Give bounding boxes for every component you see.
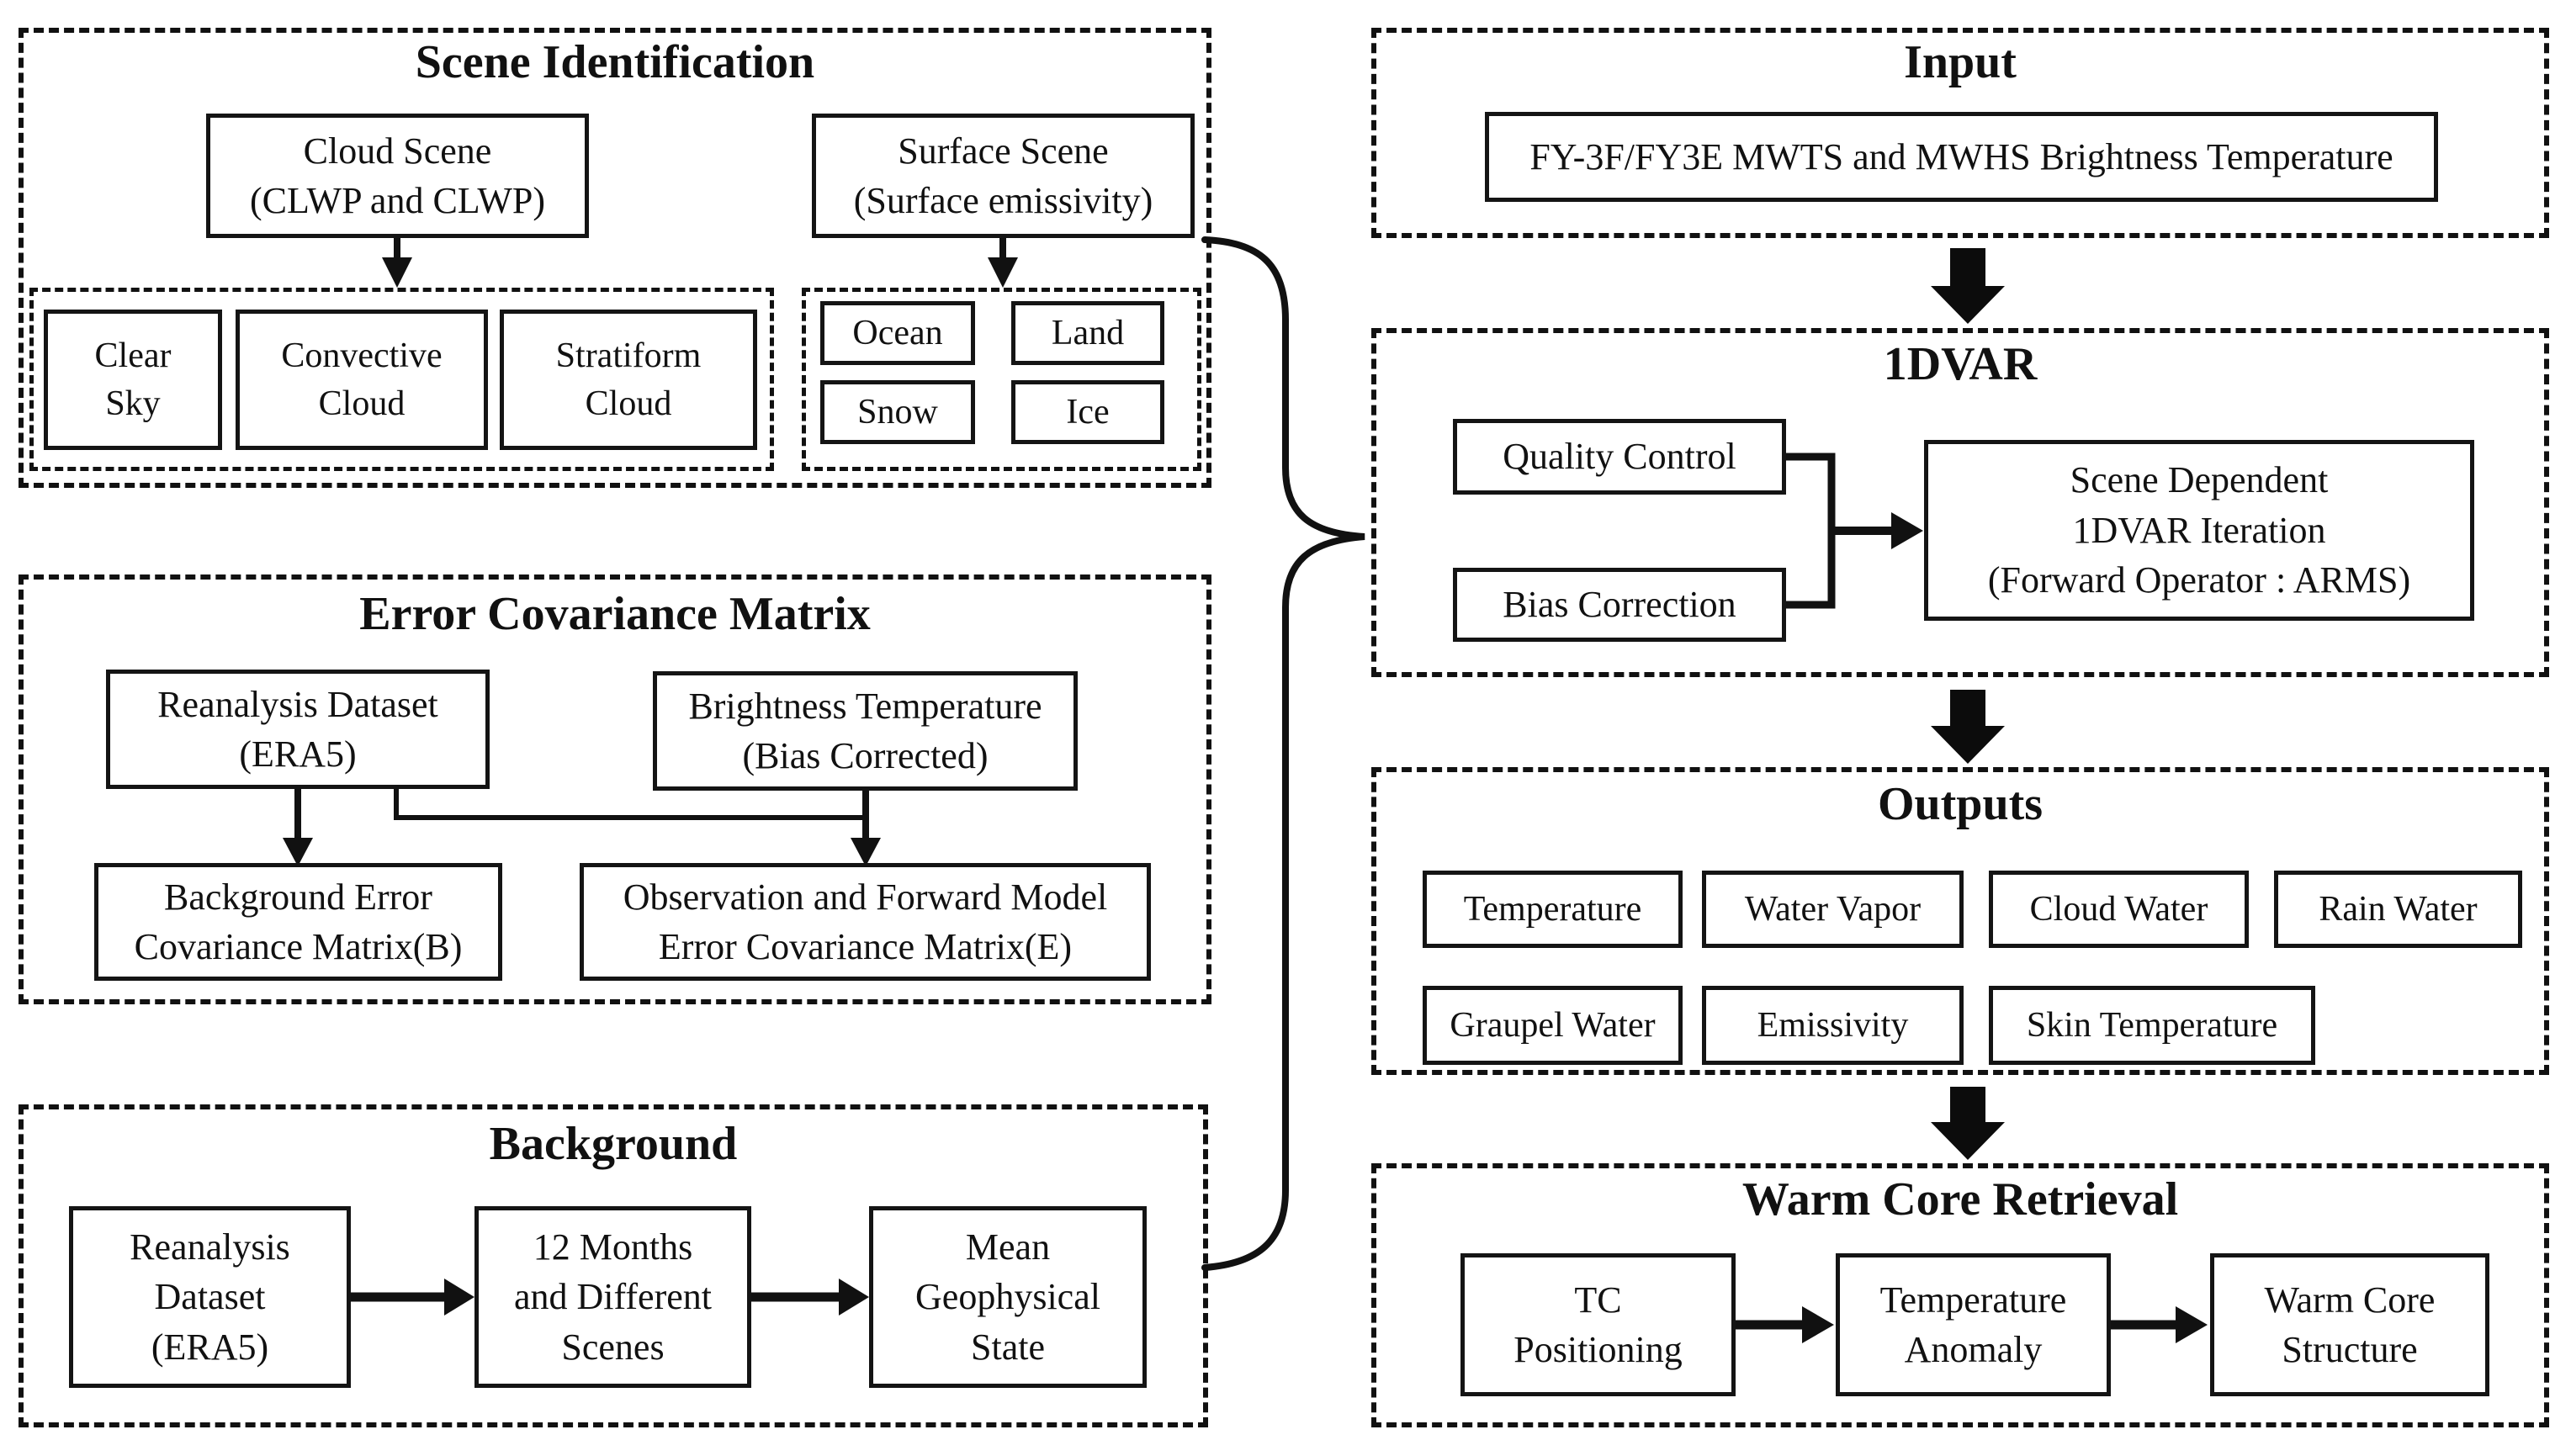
box-land: Land <box>1011 301 1164 365</box>
section-error-covariance <box>19 574 1211 1004</box>
arrow-reanalysis-to-background-error-icon <box>283 789 313 866</box>
arrow-surface-scene-down-icon <box>988 238 1018 288</box>
outputs-title: Outputs <box>1877 778 2044 830</box>
block-arrow-input-to-1dvar-icon <box>1931 248 2005 324</box>
box-mean-geophysical-state: Mean Geophysical State <box>869 1206 1147 1388</box>
input-title: Input <box>1904 36 2017 88</box>
bracket-qc-bc <box>1786 453 1836 609</box>
box-observation-error-matrix: Observation and Forward Model Error Cova… <box>580 863 1151 981</box>
box-bias-correction: Bias Correction <box>1453 568 1786 642</box>
block-arrow-outputs-to-warmcore-icon <box>1931 1087 2005 1160</box>
brace-left-to-1dvar <box>1201 236 1365 1271</box>
block-arrow-1dvar-to-outputs-icon <box>1931 690 2005 764</box>
section-scene-identification <box>19 28 1211 488</box>
box-convective-cloud: Convective Cloud <box>236 310 488 450</box>
box-output-emissivity: Emissivity <box>1702 986 1964 1065</box>
section-outputs <box>1371 767 2549 1075</box>
box-tc-positioning: TC Positioning <box>1460 1253 1736 1396</box>
box-warm-core-structure: Warm Core Structure <box>2210 1253 2489 1396</box>
error-covariance-title: Error Covariance Matrix <box>359 588 871 640</box>
box-cloud-scene: Cloud Scene (CLWP and CLWP) <box>206 114 589 238</box>
box-12-months-scenes: 12 Months and Different Scenes <box>474 1206 751 1388</box>
box-ocean: Ocean <box>820 301 975 365</box>
line-reanalysis-branch <box>394 789 866 820</box>
box-snow: Snow <box>820 380 975 444</box>
1dvar-title: 1DVAR <box>1883 338 2038 390</box>
box-stratiform-cloud: Stratiform Cloud <box>500 310 757 450</box>
box-fy3f-brightness-temperature: FY-3F/FY3E MWTS and MWHS Brightness Temp… <box>1485 112 2438 202</box>
box-quality-control: Quality Control <box>1453 419 1786 495</box>
arrow-cloud-scene-down-icon <box>382 238 412 288</box>
box-output-cloud-water: Cloud Water <box>1989 871 2249 948</box>
section-1dvar <box>1371 328 2549 677</box>
box-clear-sky: Clear Sky <box>44 310 222 450</box>
box-output-water-vapor: Water Vapor <box>1702 871 1964 948</box>
background-title: Background <box>489 1118 738 1170</box>
group-surface-types <box>802 288 1201 471</box>
warm-core-retrieval-title: Warm Core Retrieval <box>1741 1173 2179 1226</box>
box-1dvar-iteration: Scene Dependent 1DVAR Iteration (Forward… <box>1924 440 2474 621</box>
box-output-rain-water: Rain Water <box>2274 871 2522 948</box>
box-background-error-matrix: Background Error Covariance Matrix(B) <box>94 863 502 981</box>
box-output-skin-temperature: Skin Temperature <box>1989 986 2315 1065</box>
box-output-graupel-water: Graupel Water <box>1423 986 1683 1065</box>
box-brightness-temperature: Brightness Temperature (Bias Corrected) <box>653 671 1078 791</box>
arrow-months-to-meanstate-icon <box>751 1279 869 1316</box>
box-ice: Ice <box>1011 380 1164 444</box>
box-reanalysis-era5: Reanalysis Dataset (ERA5) <box>106 670 490 789</box>
box-background-era5: Reanalysis Dataset (ERA5) <box>69 1206 351 1388</box>
box-surface-scene: Surface Scene (Surface emissivity) <box>812 114 1195 238</box>
section-input <box>1371 28 2549 238</box>
section-warm-core-retrieval <box>1371 1163 2549 1427</box>
arrow-to-iteration-icon <box>1832 512 1923 549</box>
scene-identification-title: Scene Identification <box>415 36 815 88</box>
arrow-brightness-to-observation-error-icon <box>851 791 881 866</box>
arrow-tc-to-anomaly-icon <box>1736 1306 1834 1343</box>
box-temperature-anomaly: Temperature Anomaly <box>1836 1253 2111 1396</box>
box-output-temperature: Temperature <box>1423 871 1683 948</box>
arrow-era5-to-months-icon <box>351 1279 474 1316</box>
group-cloud-types <box>29 288 774 471</box>
arrow-anomaly-to-structure-icon <box>2111 1306 2208 1343</box>
